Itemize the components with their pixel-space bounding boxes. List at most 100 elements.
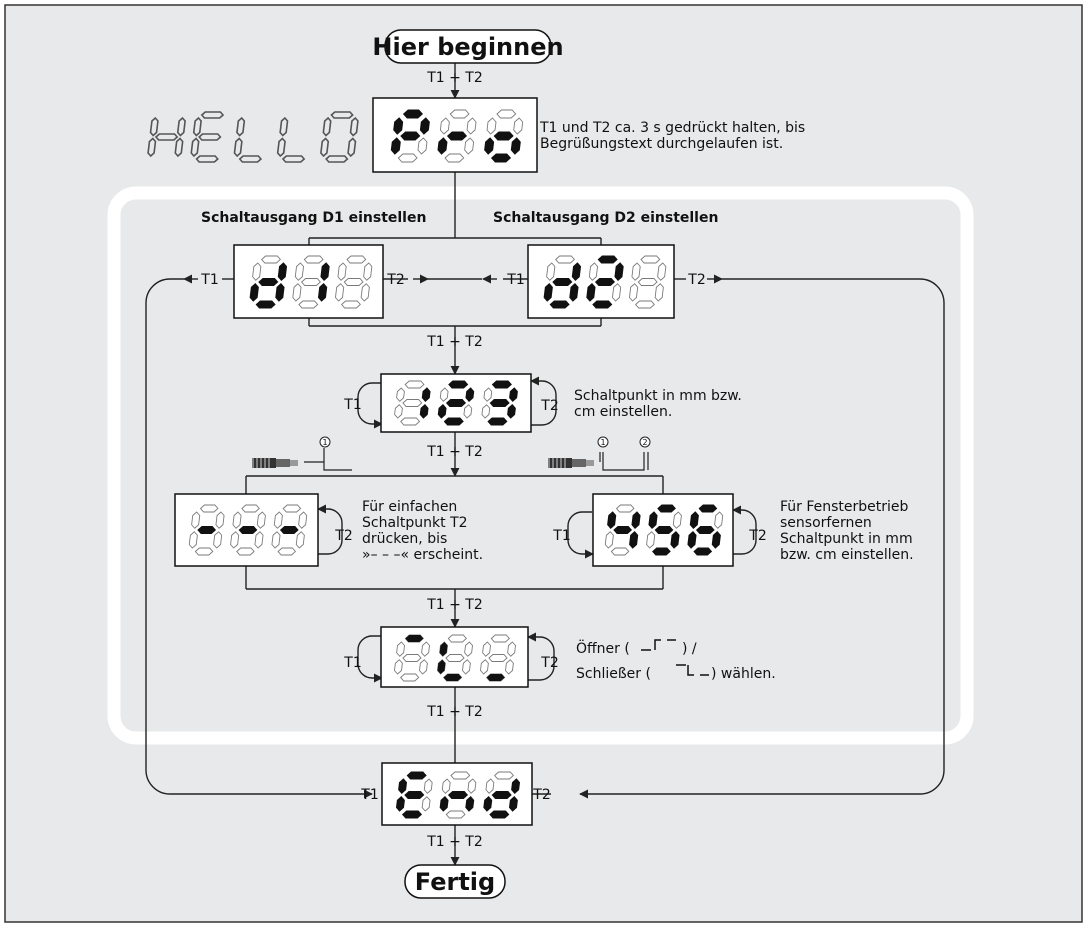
- end-terminator: Fertig: [404, 864, 506, 899]
- segment-mode-0-c: [419, 659, 428, 675]
- segment-d2-2-d: [635, 300, 655, 309]
- segment-mode-lit-1-e: [437, 659, 446, 674]
- segment-pro-0-g: [400, 131, 421, 141]
- segment-d1-0-g: [258, 278, 279, 286]
- key-t2-mode: T2: [540, 655, 558, 671]
- segment-setpoint-2-a: [491, 380, 512, 389]
- key-t2-window: T2: [748, 528, 766, 544]
- start-label: Hier beginnen: [372, 33, 563, 61]
- segment-mode-2-c: [505, 659, 514, 675]
- segment-single-2-e: [271, 531, 281, 549]
- seven-segment-digits: [188, 109, 724, 819]
- segment-mode-2-b: [507, 641, 516, 657]
- segment-pro-2-b: [513, 117, 524, 135]
- segment-mode-1-c: [462, 659, 471, 675]
- segment-d1-1-d: [298, 300, 319, 309]
- segment-pro-2-d: [490, 153, 512, 163]
- segment-hello-4-b: [349, 116, 359, 137]
- segment-hello-4-a: [330, 111, 354, 119]
- segment-end-1-b: [467, 778, 477, 794]
- heading-output-d2: Schaltausgang D2 einstellen: [493, 210, 718, 226]
- segment-hello-4-d: [325, 155, 349, 163]
- key-t1t2-after-output: T1 + T2: [426, 334, 483, 350]
- segment-setpoint-2-d: [487, 417, 508, 426]
- segment-hello-3-e: [276, 137, 286, 158]
- key-t2-d1: T2: [386, 272, 404, 288]
- segment-hello-0-c: [174, 137, 184, 158]
- note-single-line3: drücken, bis: [362, 531, 447, 547]
- key-t2-single: T2: [334, 528, 352, 544]
- segment-mode-lit-1-d: [443, 674, 462, 681]
- segment-end-0-d: [401, 810, 423, 819]
- segment-window-1-g: [654, 526, 674, 534]
- signal-marker-1: 1: [322, 438, 327, 447]
- segment-d1-2-d: [341, 300, 361, 309]
- start-terminator: Hier beginnen: [372, 29, 564, 64]
- segment-setpoint-0-a: [404, 380, 425, 389]
- hello-outline-text: [147, 111, 359, 163]
- segment-mode-0-g: [402, 654, 422, 662]
- segment-hello-1-f: [192, 116, 202, 137]
- segment-mode-lit-0-a: [405, 635, 424, 642]
- segment-single-1-d: [236, 547, 255, 556]
- segment-pro-2-c: [510, 137, 521, 155]
- segment-setpoint-0-c: [419, 404, 429, 419]
- sensor-window-icon: 1 2: [548, 436, 651, 471]
- segment-mode-0-b: [421, 641, 430, 657]
- segment-d2-2-c: [654, 283, 664, 302]
- segment-single-1-g: [238, 526, 258, 534]
- key-t1t2-after-mode: T1 + T2: [426, 704, 483, 720]
- segment-mode-2-e: [480, 659, 489, 675]
- segment-window-2-c: [711, 531, 721, 549]
- segment-window-1-b: [672, 511, 682, 529]
- segment-window-1-e: [646, 531, 656, 549]
- segment-setpoint-2-f: [483, 387, 493, 402]
- key-t1t2-end: T1 + T2: [426, 834, 483, 850]
- segment-d2-1-d: [592, 300, 613, 309]
- segment-single-0-d: [194, 547, 214, 556]
- segment-d1-0-a: [261, 255, 281, 264]
- segment-d1-1-a: [303, 255, 324, 264]
- key-labels: T1 + T2 T1 + T2 T1 + T2 T1 + T2 T1 + T2 …: [200, 70, 766, 850]
- segment-single-0-g: [197, 526, 217, 534]
- key-t1t2-after-setpoint: T1 + T2: [426, 444, 483, 460]
- segment-window-1-c: [670, 531, 680, 549]
- segment-hello-4-e: [320, 137, 330, 158]
- segment-setpoint-0-e: [394, 404, 403, 419]
- note-pro-line1: T1 und T2 ca. 3 s gedrückt halten, bis: [539, 120, 805, 136]
- segment-setpoint-2-e: [481, 404, 491, 419]
- key-t1-d1: T1: [200, 272, 218, 288]
- note-single-line4: »– – –« erscheint.: [362, 547, 483, 563]
- segment-d1-0-d: [255, 300, 276, 309]
- segment-d1-1-e: [292, 283, 302, 302]
- segment-d1-0-b: [277, 262, 288, 281]
- segment-window-0-b: [631, 511, 641, 529]
- nc-symbol-icon: [641, 639, 676, 651]
- segment-d1-2-c: [360, 283, 370, 302]
- segment-d2-1-e: [586, 283, 596, 302]
- segment-window-2-b: [714, 511, 724, 529]
- segment-d2-0-a: [555, 255, 575, 264]
- segment-end-2-f: [485, 778, 495, 794]
- segment-d2-2-a: [640, 255, 661, 264]
- segment-d1-2-a: [346, 255, 367, 264]
- segment-pro-1-g: [446, 131, 468, 141]
- segment-hello-0-f: [149, 116, 159, 137]
- segment-d1-0-f: [252, 262, 262, 281]
- key-t2-d2: T2: [687, 272, 705, 288]
- note-mode-close-end: ) wählen.: [711, 666, 776, 682]
- segment-end-2-d: [489, 810, 510, 819]
- signal-marker-1b: 1: [600, 438, 605, 447]
- segment-setpoint-2-c: [507, 404, 516, 419]
- segment-hello-1-e: [190, 137, 200, 158]
- segment-d2-2-e: [629, 283, 639, 302]
- segment-d2-1-b: [614, 262, 624, 281]
- segment-mode-1-a: [447, 634, 467, 643]
- note-single-line2: Schaltpunkt T2: [362, 515, 468, 531]
- segment-d1-1-c: [317, 283, 328, 302]
- sensor-single-icon: 1: [252, 436, 352, 471]
- segment-end-1-c: [465, 796, 475, 812]
- note-window-line3: Schaltpunkt in mm: [780, 531, 913, 547]
- segment-pro-2-g: [493, 131, 514, 141]
